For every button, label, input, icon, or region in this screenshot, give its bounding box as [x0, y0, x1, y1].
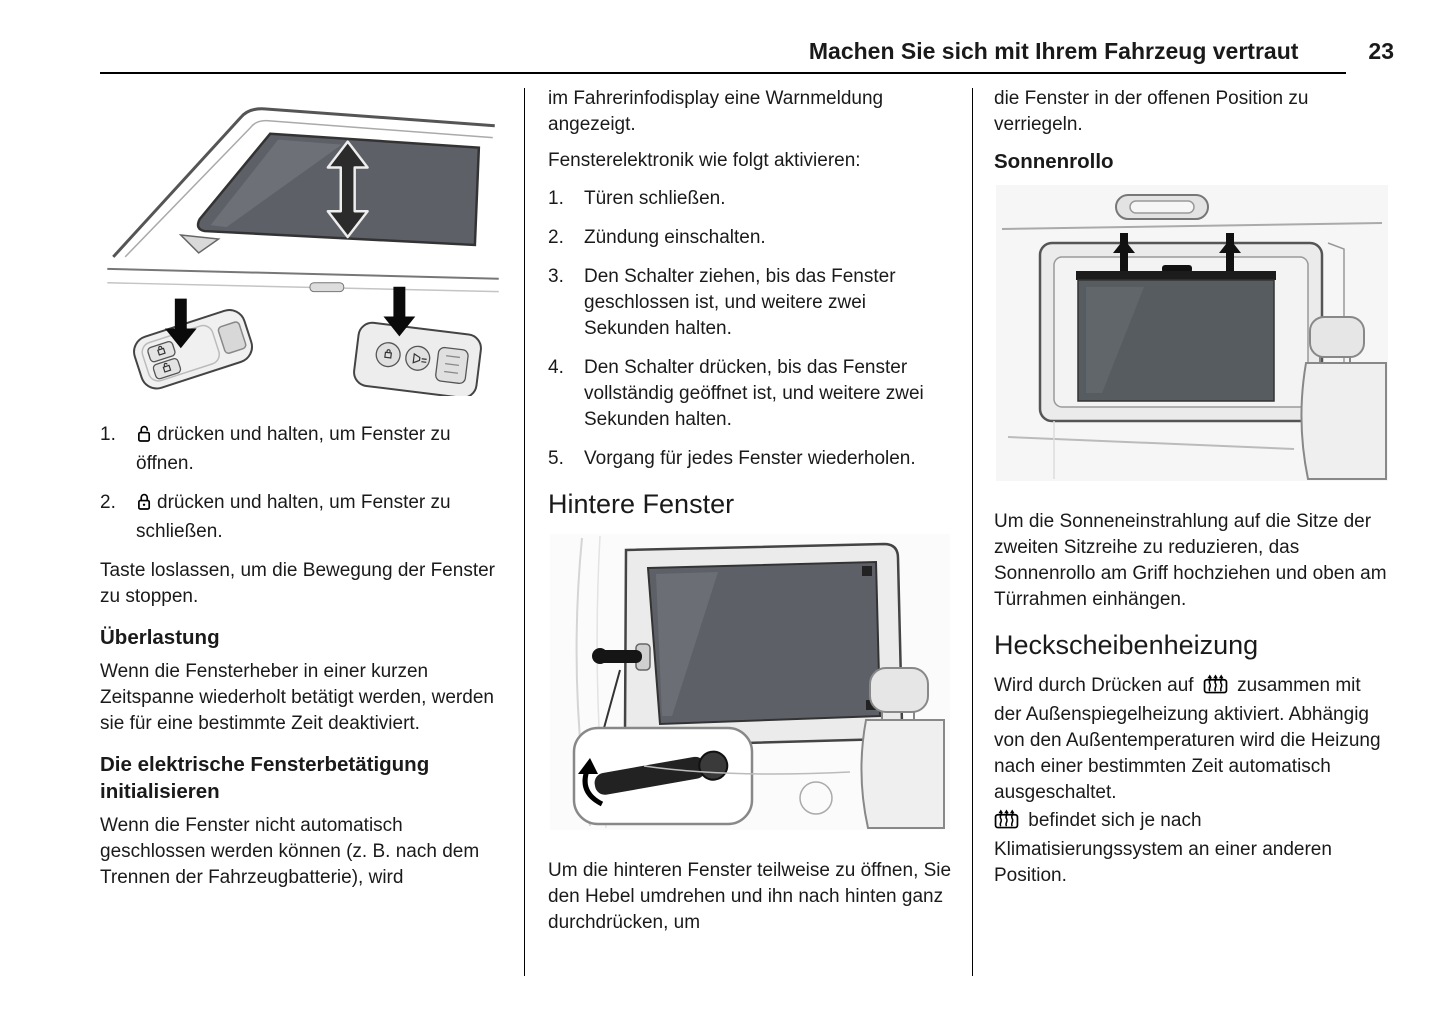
list-item-step: 5. Vorgang für jedes Fenster wiederholen…	[548, 446, 952, 472]
list-text: Vorgang für jedes Fenster wiederholen.	[584, 448, 916, 469]
heading-rear-windows: Hintere Fenster	[548, 489, 735, 519]
rear-defrost-icon	[994, 809, 1019, 837]
rear-window-text-part1: Um die hinteren Fenster teilweise zu öff…	[548, 860, 952, 933]
list-text: drücken und halten, um Fenster zu schlie…	[136, 490, 508, 545]
column-right: die Fenster in der offenen Position zu v…	[994, 86, 1392, 899]
key-fob-left	[133, 309, 253, 390]
list-item-close-window: 2. drücken und halten, um Fenster zu sch…	[100, 490, 508, 545]
heading-init: Die elektrische Fensterbetätigung initia…	[100, 753, 430, 803]
sun-blind-svg	[996, 185, 1388, 481]
list-text: Den Schalter ziehen, bis das Fenster ges…	[584, 266, 896, 339]
sun-blind-text: Um die Sonneneinstrahlung auf die Sitze …	[994, 511, 1387, 610]
window-lever	[594, 650, 642, 663]
list-text-content: drücken und halten, um Fenster zu schlie…	[136, 492, 451, 542]
key-fob-right	[353, 321, 482, 396]
list-number: 3.	[548, 266, 564, 287]
page-header: Machen Sie sich mit Ihrem Fahrzeug vertr…	[100, 38, 1394, 65]
overload-text: Wenn die Fensterheber in einer kurzen Ze…	[100, 661, 494, 734]
list-text-content: drücken und halten, um Fenster zu öffnen…	[136, 424, 451, 474]
list-number: 4.	[548, 357, 564, 378]
list-item-open-window: 1. drücken und halten, um Fenster zu öff…	[100, 422, 508, 477]
init-text-part2: im Fahrerinfodisplay eine Warnmeldung an…	[548, 88, 884, 135]
page-title: Machen Sie sich mit Ihrem Fahrzeug vertr…	[808, 38, 1299, 64]
sun-blind-illustration	[994, 183, 1392, 483]
list-item-step: 4. Den Schalter drücken, bis das Fenster…	[548, 355, 952, 433]
front-window-illustration	[100, 88, 508, 396]
column-divider-1	[524, 88, 525, 976]
column-middle: im Fahrerinfodisplay eine Warnmeldung an…	[548, 86, 952, 946]
list-number: 2.	[100, 492, 116, 513]
list-text: Zündung einschalten.	[584, 227, 766, 248]
init-text-part1: Wenn die Fenster nicht automatisch gesch…	[100, 815, 480, 888]
heating-paragraph-2: befindet sich je nach Klimatisierungssys…	[994, 808, 1392, 889]
list-item-step: 3. Den Schalter ziehen, bis das Fenster …	[548, 264, 952, 342]
press-arrow-right-icon	[383, 286, 416, 337]
list-text: Türen schließen.	[584, 188, 726, 209]
activate-intro: Fensterelektronik wie folgt aktivieren:	[548, 150, 861, 171]
heating-text2-after-icon: befindet sich je nach Klimatisierungssys…	[994, 810, 1332, 886]
rear-window-svg	[550, 534, 950, 830]
list-item-step: 1. Türen schließen.	[548, 186, 952, 212]
rear-window-text-part2: die Fenster in der offenen Position zu v…	[994, 88, 1309, 135]
list-item-step: 2. Zündung einschalten.	[548, 225, 952, 251]
heading-sun-blind: Sonnenrollo	[994, 150, 1114, 173]
lock-icon	[137, 492, 152, 519]
column-left: 1. drücken und halten, um Fenster zu öff…	[100, 86, 508, 901]
hook-up-arrow-icon	[1219, 239, 1241, 271]
heading-overload: Überlastung	[100, 626, 220, 649]
page-number: 23	[1368, 38, 1394, 64]
list-number: 5.	[548, 448, 564, 469]
front-window-svg	[107, 107, 499, 396]
list-text: Den Schalter drücken, bis das Fenster vo…	[584, 357, 924, 430]
list-number: 1.	[548, 188, 564, 209]
heating-text-after-icon: zusammen mit der Außenspiegelheizung akt…	[994, 675, 1381, 803]
list-number: 2.	[548, 227, 564, 248]
window-up-down-arrow-icon	[326, 140, 369, 239]
release-note: Taste loslassen, um die Bewegung der Fen…	[100, 560, 495, 607]
rear-defrost-icon	[1203, 674, 1228, 702]
heating-paragraph-1: Wird durch Drücken auf zusammen mit der …	[994, 673, 1392, 806]
press-arrow-left-icon	[164, 298, 197, 349]
unlock-icon	[137, 424, 152, 451]
heading-rear-window-heating: Heckscheibenheizung	[994, 630, 1259, 660]
column-divider-2	[972, 88, 973, 976]
list-number: 1.	[100, 424, 116, 445]
hook-up-arrow-icon	[1113, 239, 1135, 271]
header-rule	[100, 72, 1346, 74]
rear-window-lever-illustration	[548, 532, 952, 832]
heating-text-before-icon: Wird durch Drücken auf	[994, 675, 1194, 696]
list-text: drücken und halten, um Fenster zu öffnen…	[136, 422, 508, 477]
